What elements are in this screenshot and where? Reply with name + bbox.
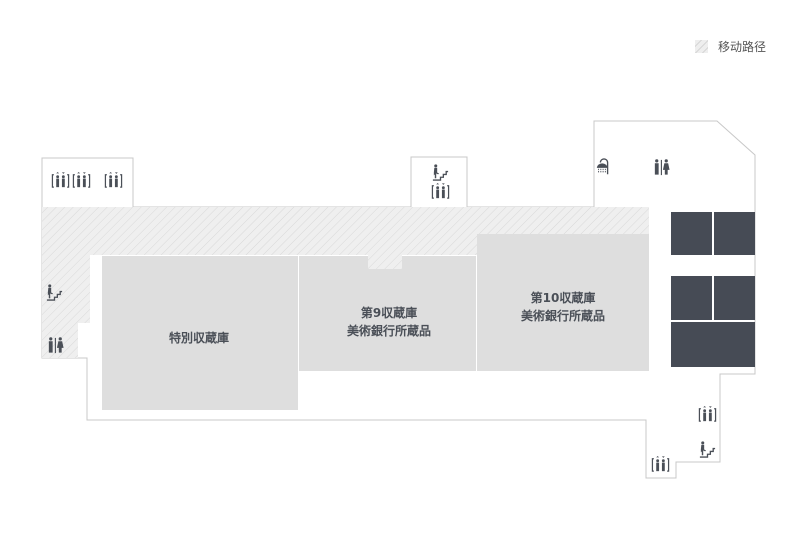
- movement-path: [42, 207, 649, 358]
- legend: 移动路径: [695, 38, 766, 55]
- room-special-storage[interactable]: 特別収蔵庫: [102, 256, 298, 410]
- restricted-blocks: [671, 212, 755, 367]
- room-label: 特別収蔵庫: [169, 330, 229, 345]
- dark-block: [671, 322, 755, 367]
- room-storage-10[interactable]: 第10収蔵庫 美術銀行所蔵品: [477, 234, 649, 371]
- dark-block: [714, 276, 755, 320]
- legend-label: 移动路径: [718, 40, 767, 54]
- room-sublabel: 美術銀行所蔵品: [521, 308, 605, 323]
- room-sublabel: 美術銀行所蔵品: [347, 323, 431, 338]
- dark-block: [671, 212, 712, 255]
- room-label: 第10収蔵庫: [531, 290, 596, 305]
- dark-block: [714, 212, 755, 255]
- room-label: 第9収蔵庫: [361, 305, 417, 320]
- dark-block: [671, 276, 712, 320]
- room-storage-9[interactable]: 第9収蔵庫 美術銀行所蔵品: [299, 256, 476, 371]
- hatched-path-swatch-icon: [695, 40, 708, 53]
